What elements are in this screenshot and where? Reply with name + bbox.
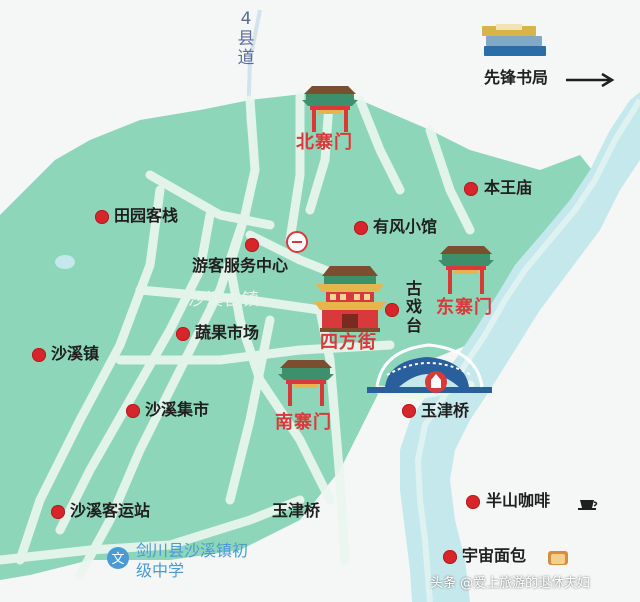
school-badge-icon: 文 [107, 547, 129, 569]
poi-dot-youfeng[interactable] [354, 221, 368, 235]
poi-dot-shaxi-market[interactable] [126, 404, 140, 418]
shaxi-market-label[interactable]: 沙溪集市 [145, 400, 210, 419]
bookstore-label[interactable]: 先锋书局 [484, 68, 549, 87]
bus-station-label[interactable]: 沙溪客运站 [70, 501, 151, 520]
tianyuan-label[interactable]: 田园客栈 [114, 206, 179, 225]
stage-label[interactable]: 古戏台 [405, 279, 422, 335]
poi-dot-market-veg[interactable] [176, 327, 190, 341]
poi-dot-stage[interactable] [385, 303, 399, 317]
poi-dot-tianyuan[interactable] [95, 210, 109, 224]
north-gate-icon [302, 86, 358, 132]
right-arrow-icon [566, 72, 615, 88]
south-gate-label[interactable]: 南寨门 [275, 412, 332, 433]
books-icon [482, 24, 546, 56]
square-building-icon [314, 266, 386, 332]
south-gate-icon [278, 360, 334, 406]
poi-dot-bus-station[interactable] [51, 505, 65, 519]
bridge-lower-label[interactable]: 玉津桥 [272, 501, 321, 520]
watermark-text: 头条 @爱上旅游的退休夫妇 [430, 576, 591, 591]
svg-text:文: 文 [111, 552, 124, 567]
poi-dot-benwangmiao[interactable] [464, 182, 478, 196]
banshan-label[interactable]: 半山咖啡 [486, 491, 551, 510]
school-label[interactable]: 剑川县沙溪镇初级中学 [136, 541, 249, 580]
bridge-label[interactable]: 玉津桥 [421, 401, 470, 420]
poi-dot-yuzhou[interactable] [443, 550, 457, 564]
poi-dot-bridge[interactable] [402, 404, 416, 418]
yuzhou-label[interactable]: 宇宙面包 [462, 546, 527, 565]
river [400, 92, 640, 602]
poi-dot-banshan[interactable] [466, 495, 480, 509]
visitor-center-pin-icon[interactable] [286, 231, 308, 253]
visitor-center-label[interactable]: 游客服务中心 [192, 256, 289, 275]
road-label: 4县道 [237, 9, 255, 69]
old-town-label: 沙溪古镇 [188, 290, 260, 310]
coffee-cup-icon [578, 500, 598, 510]
benwangmiao-label[interactable]: 本王庙 [484, 178, 533, 197]
youfeng-label[interactable]: 有风小馆 [373, 217, 438, 236]
square-label[interactable]: 四方街 [320, 332, 377, 353]
market-veg-label[interactable]: 蔬果市场 [195, 323, 260, 342]
east-gate-icon [438, 246, 494, 294]
poi-dot-shaxi-town[interactable] [32, 348, 46, 362]
bread-icon [548, 551, 568, 565]
poi-dot-visitor[interactable] [245, 238, 259, 252]
bridge-location-icon [425, 371, 447, 393]
east-gate-label[interactable]: 东寨门 [436, 297, 493, 318]
shaxi-town-label[interactable]: 沙溪镇 [51, 344, 100, 363]
north-gate-label[interactable]: 北寨门 [296, 132, 353, 153]
land-area [0, 92, 600, 580]
pond [55, 255, 75, 269]
